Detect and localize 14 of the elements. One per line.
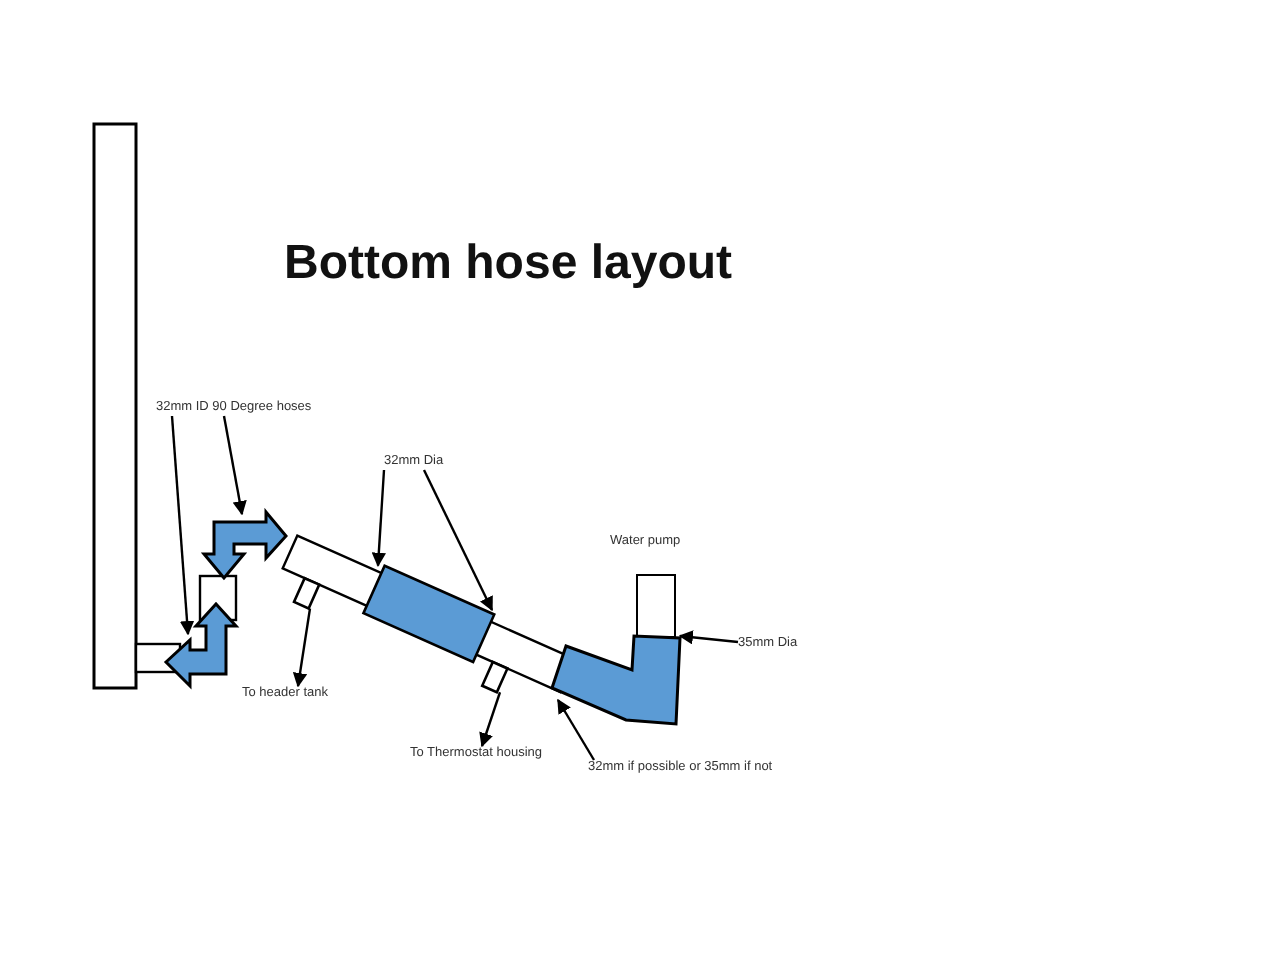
pipe-spigot — [292, 576, 321, 611]
title: Bottom hose layout — [284, 236, 733, 292]
leader-line — [170, 415, 195, 636]
elbow-hose — [163, 601, 240, 690]
elbow-hose — [550, 634, 682, 726]
leader-line — [292, 608, 312, 688]
pipe-spigot — [480, 660, 510, 694]
leader-line — [678, 630, 739, 645]
elbow-hose — [200, 507, 288, 581]
leader-line — [371, 469, 386, 568]
leader-line — [556, 698, 596, 761]
leader-line — [422, 469, 494, 612]
leader-line — [222, 415, 247, 516]
leader-line — [479, 691, 502, 748]
